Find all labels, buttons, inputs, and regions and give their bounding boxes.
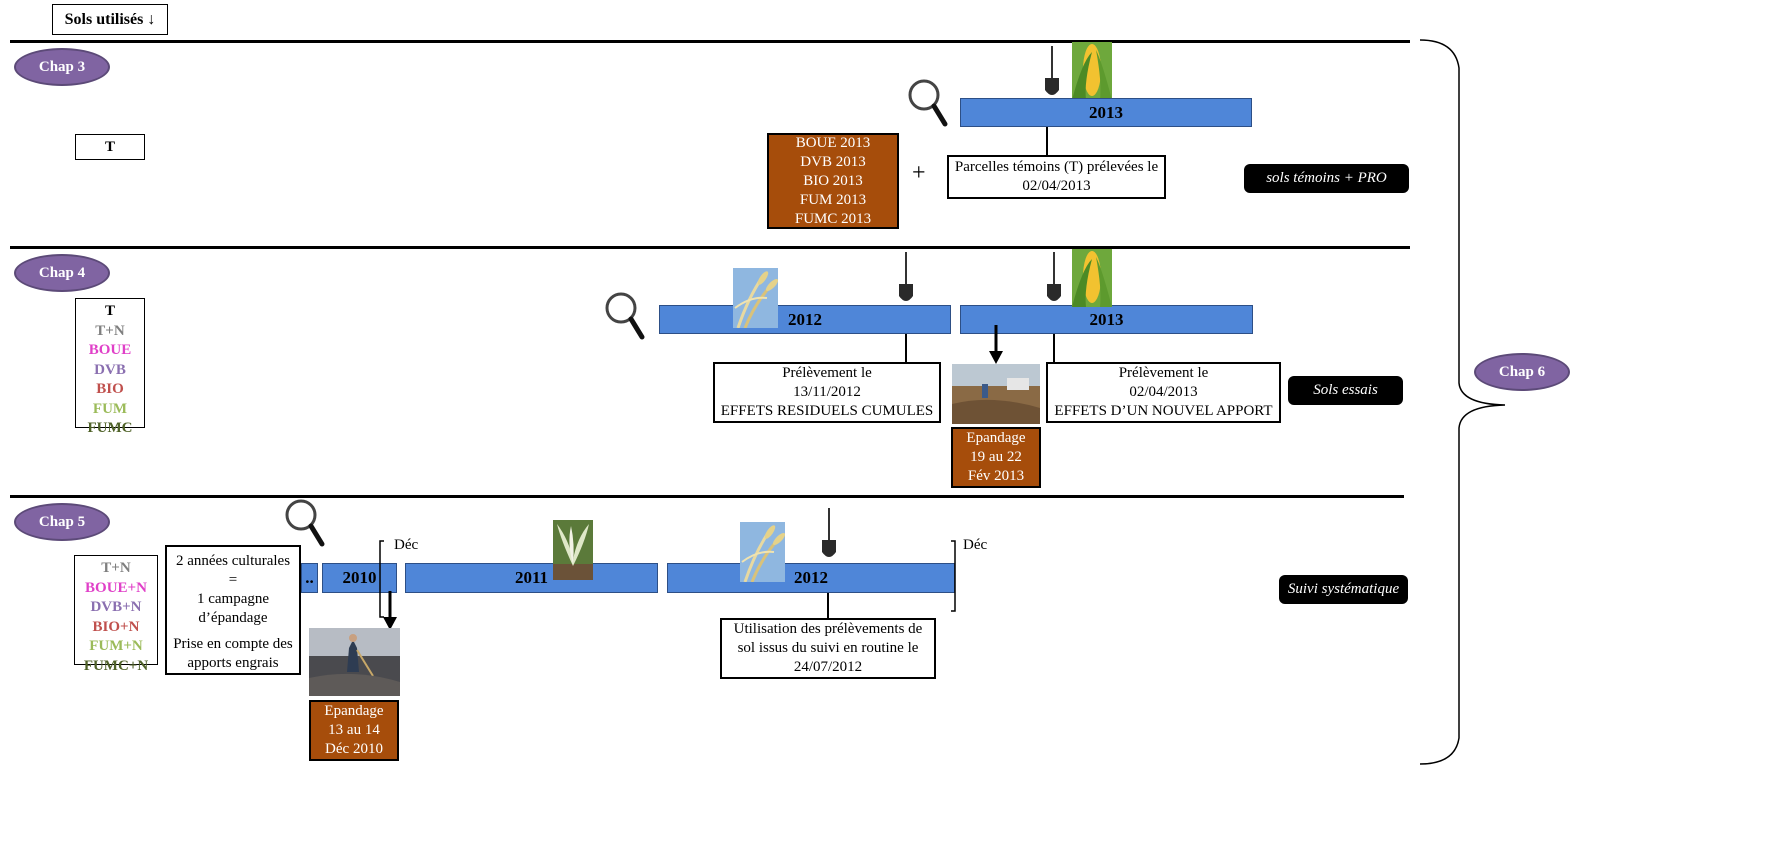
legend-item-bio-n: BIO+N <box>92 618 140 635</box>
chap4-soil-legend: T T+N BOUE DVB BIO FUM FUMC <box>75 298 145 436</box>
connector-line <box>1053 334 1055 362</box>
sampling-2013-box: Prélèvement le 02/04/2013 EFFETS D’UN NO… <box>1046 362 1281 423</box>
chap5-badge: Chap 5 <box>14 503 110 541</box>
control-plots-sampling-box: Parcelles témoins (T) prélevées le 02/04… <box>947 155 1166 199</box>
magnifier-icon <box>285 499 325 547</box>
chapter6-brace <box>1419 39 1506 765</box>
chap3-badge: Chap 3 <box>14 48 110 86</box>
connector-line <box>827 593 829 618</box>
soils-used-header: Sols utilisés ↓ <box>52 4 168 35</box>
spade-icon <box>1045 46 1059 95</box>
section-divider-middle <box>10 246 1410 249</box>
spreading-2013-box: Epandage 19 au 22 Fév 2013 <box>951 427 1041 488</box>
magnifier-icon <box>908 79 948 127</box>
routine-sampling-usage-box: Utilisation des prélèvements de sol issu… <box>720 618 936 679</box>
legend-item-fum: FUM <box>92 400 128 417</box>
legend-item-t: T <box>104 139 115 155</box>
tag-controls-pro: sols témoins + PRO <box>1244 164 1409 193</box>
legend-item-dvb: DVB <box>94 361 126 378</box>
december-label-right: Déc <box>963 537 988 553</box>
legend-item-t: T <box>104 303 115 319</box>
december-label-left: Déc <box>394 537 419 553</box>
sampling-2012-box: Prélèvement le 13/11/2012 EFFETS RESIDUE… <box>713 362 941 423</box>
timeline-2012-bar: 2012 <box>659 305 951 334</box>
corn-icon <box>1072 42 1112 100</box>
arrow-down-icon <box>989 325 1003 364</box>
legend-item-tn: T+N <box>95 322 125 339</box>
plus-sign: + <box>912 160 926 186</box>
chap4-badge: Chap 4 <box>14 254 110 292</box>
beet-icon <box>553 520 593 580</box>
december-bracket-right <box>951 540 956 612</box>
legend-item-fumc-n: FUMC+N <box>83 657 149 674</box>
spade-icon <box>899 252 913 301</box>
tag-trial-soils: Sols essais <box>1288 376 1403 405</box>
legend-item-tn: T+N <box>101 560 131 576</box>
spade-icon <box>822 508 836 557</box>
december-bracket-left <box>379 540 384 618</box>
field-spreading-photo <box>309 628 400 696</box>
legend-item-dvb-n: DVB+N <box>90 599 142 615</box>
legend-item-boue: BOUE <box>88 342 132 358</box>
corn-icon <box>1072 249 1112 307</box>
wheat-icon <box>733 268 778 328</box>
pro-list-box: BOUE 2013 DVB 2013 BIO 2013 FUM 2013 FUM… <box>767 133 899 229</box>
chap3-soil-legend: T <box>75 134 145 160</box>
section-divider-top <box>10 40 1410 43</box>
timeline-2010-bar: 2010 <box>322 563 397 593</box>
legend-item-bio: BIO <box>96 381 124 397</box>
timeline-ellipsis-bar: .. <box>301 563 318 593</box>
timeline-2013-bar: 2013 <box>960 98 1252 127</box>
chap6-badge: Chap 6 <box>1474 353 1570 391</box>
legend-item-boue-n: BOUE+N <box>85 579 147 596</box>
spreading-2010-box: Epandage 13 au 14 Déc 2010 <box>309 700 399 761</box>
legend-item-fumc: FUMC <box>87 420 133 436</box>
magnifier-icon <box>605 292 645 340</box>
connector-line <box>905 334 907 362</box>
section-divider-bottom <box>10 495 1404 498</box>
chap5-soil-legend: T+N BOUE+N DVB+N BIO+N FUM+N FUMC+N <box>74 555 158 674</box>
legend-item-fum-n: FUM+N <box>89 638 143 654</box>
field-spreading-photo <box>952 364 1040 424</box>
arrow-down-icon <box>383 591 397 630</box>
timeline-2012-bar: 2012 <box>667 563 955 593</box>
tag-systematic-monitoring: Suivi systématique <box>1279 575 1408 604</box>
crop-years-note-box: 2 années culturales = 1 campagne d’épand… <box>165 545 301 675</box>
wheat-icon <box>740 522 785 582</box>
connector-line <box>1046 127 1048 155</box>
timeline-2011-bar: 2011 <box>405 563 658 593</box>
spade-icon <box>1047 252 1061 301</box>
